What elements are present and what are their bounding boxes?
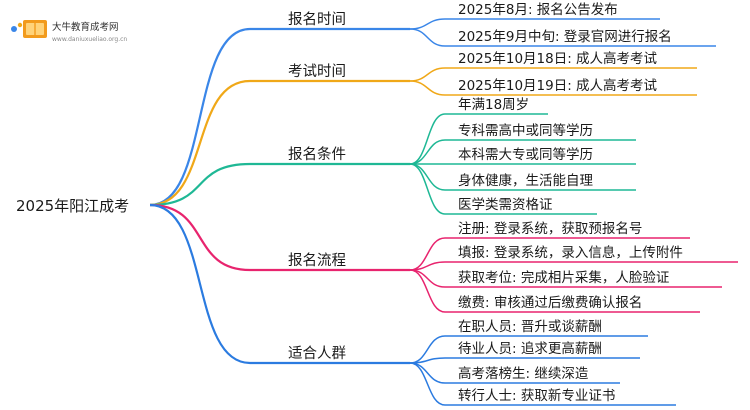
connector-lines [149,18,738,406]
branch-label: 报名时间 [288,11,346,28]
branch-leaf-connector [409,28,446,47]
leaf-label: 年满18周岁 [458,97,529,113]
leaf-label: 注册: 登录系统，获取预报名号 [458,221,642,237]
branch-label: 考试时间 [288,63,346,80]
root-branch-connector [149,162,251,207]
leaf-label: 高考落榜生: 继续深造 [458,365,589,382]
leaf-label: 待业人员: 追求更高薪酬 [458,340,602,357]
leaf-label: 获取考位: 完成相片采集，人脸验证 [458,270,669,286]
branch-leaf-connector [409,163,446,215]
leaf-label: 填报: 登录系统，录入信息，上传附件 [458,244,683,261]
branch-leaf-connector [409,67,446,82]
leaf-label: 身体健康，生活能自理 [458,172,593,189]
logo-url: www.daniuxueliao.org.cn [52,36,127,43]
branch-leaf-connector [409,163,446,191]
leaf-label: 缴费: 审核通过后缴费确认报名 [458,295,642,311]
branch-leaf-connector [409,269,446,288]
root-branch-connector [149,27,251,207]
branch-leaf-connector [409,18,446,30]
book-icon [11,20,47,38]
leaf-label: 2025年8月: 报名公告发布 [458,2,618,18]
leaf-label: 转行人士: 获取新专业证书 [458,388,615,404]
leaf-label: 2025年10月18日: 成人高考考试 [458,50,658,67]
branch-leaf-connector [409,362,446,406]
leaf-label: 医学类需资格证 [458,197,553,213]
leaf-label: 专科需高中或同等学历 [458,122,593,139]
logo: 大牛教育成考网 www.daniuxueliao.org.cn [11,20,127,43]
branch-label: 适合人群 [288,345,346,362]
branch-leaf-connector [409,139,446,165]
root-node-label: 2025年阳江成考 [16,197,129,215]
leaf-label: 2025年10月19日: 成人高考考试 [458,77,658,94]
logo-name: 大牛教育成考网 [52,21,119,33]
root-branch-connector [149,203,251,272]
branch-leaf-connector [409,362,446,384]
leaf-label: 2025年9月中旬: 登录官网进行报名 [458,29,672,45]
branch-leaf-connector [409,269,446,313]
branch-nodes: 报名时间 2025年8月: 报名公告发布 2025年9月中旬: 登录官网进行报名考试… [288,2,683,404]
branch-leaf-connector [409,357,446,364]
branch-label: 报名条件 [288,146,346,163]
branch-leaf-connector [409,80,446,96]
root-branch-connector [149,203,251,365]
leaf-label: 在职人员: 晋升或谈薪酬 [458,319,602,335]
leaf-label: 本科需大专或同等学历 [458,146,593,163]
branch-label: 报名流程 [288,252,346,269]
branch-leaf-connector [409,113,446,165]
root-branch-connector [149,79,251,207]
